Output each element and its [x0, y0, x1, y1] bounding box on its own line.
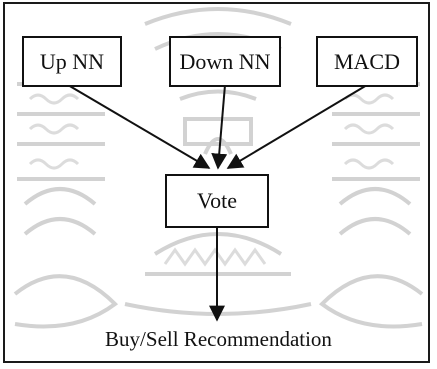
diagram-edges — [67, 84, 368, 322]
diagram-frame: Up NN Down NN MACD Vote Buy/Sell Recomme… — [3, 2, 430, 363]
output-label: Buy/Sell Recommendation — [105, 327, 332, 351]
edge-up-nn-to-vote — [67, 84, 211, 169]
node-down-nn-label: Down NN — [179, 48, 271, 74]
node-up-nn: Up NN — [22, 36, 122, 87]
node-macd: MACD — [316, 36, 418, 87]
edge-down-nn-to-vote — [211, 84, 228, 170]
node-down-nn: Down NN — [169, 36, 281, 87]
edge-macd-to-vote — [226, 84, 368, 169]
node-vote-label: Vote — [197, 188, 237, 213]
node-up-nn-label: Up NN — [39, 48, 105, 74]
node-vote: Vote — [165, 174, 269, 228]
node-macd-label: MACD — [333, 48, 400, 74]
